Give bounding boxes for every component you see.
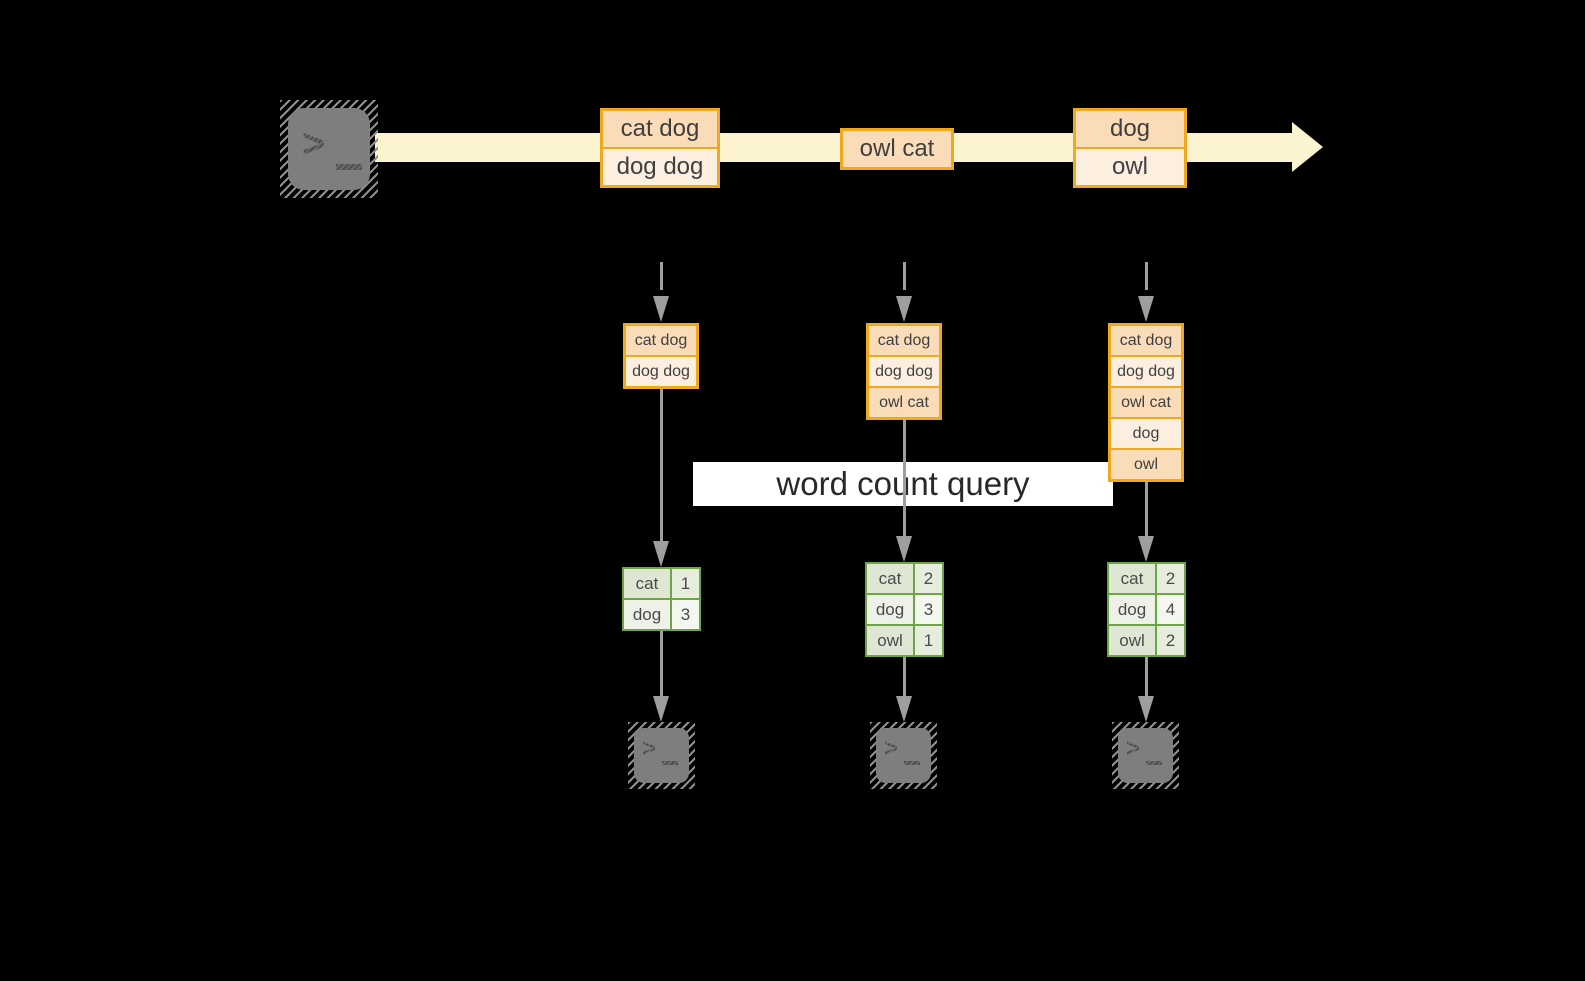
- arrowhead-icon: [1138, 536, 1154, 562]
- sink-terminal-icon-2: >: [870, 722, 937, 789]
- arrow-line: [659, 389, 663, 541]
- terminal-cursor-glyph: [904, 761, 920, 765]
- terminal-prompt-glyph: >: [302, 122, 326, 166]
- arrow-line: [1144, 482, 1148, 536]
- terminal-cursor-glyph: [662, 761, 678, 765]
- terminal-screen: >: [288, 108, 370, 190]
- sink-terminal-icon-1: >: [628, 722, 695, 789]
- state-line: dog: [1111, 417, 1181, 448]
- state-line: owl cat: [869, 386, 939, 417]
- dashed-arrow-down-2: [896, 262, 912, 322]
- count-value: 2: [1157, 626, 1184, 655]
- batch-line: dog dog: [603, 147, 717, 185]
- state-line: cat dog: [869, 326, 939, 355]
- count-word: dog: [1109, 595, 1155, 624]
- state-line: cat dog: [626, 326, 696, 355]
- arrow-line: [902, 420, 906, 536]
- count-value: 4: [1157, 595, 1184, 624]
- count-word: owl: [1109, 626, 1155, 655]
- terminal-prompt-glyph: >: [1126, 735, 1141, 762]
- count-value: 1: [672, 569, 699, 598]
- solid-arrow-sink-3: [1138, 657, 1154, 722]
- count-word: cat: [1109, 564, 1155, 593]
- state-box-3: cat dog dog dog owl cat dog owl: [1108, 323, 1184, 482]
- state-box-1: cat dog dog dog: [623, 323, 699, 389]
- state-line: dog dog: [1111, 355, 1181, 386]
- count-word: cat: [867, 564, 913, 593]
- solid-arrow-query-2: [896, 420, 912, 562]
- arrow-line: [659, 631, 663, 696]
- stream-arrowhead: [1292, 122, 1323, 172]
- batch-line: owl cat: [843, 131, 951, 167]
- count-word: owl: [867, 626, 913, 655]
- stream-batch-1: cat dog dog dog: [600, 108, 720, 188]
- arrowhead-icon: [1138, 696, 1154, 722]
- state-line: dog dog: [626, 355, 696, 386]
- state-line: cat dog: [1111, 326, 1181, 355]
- arrowhead-icon: [1138, 296, 1154, 322]
- stream-batch-3: dog owl: [1073, 108, 1187, 188]
- terminal-prompt-glyph: >: [642, 735, 657, 762]
- solid-arrow-query-3: [1138, 482, 1154, 562]
- dashed-arrow-down-1: [653, 262, 669, 322]
- arrow-line: [1144, 262, 1148, 290]
- count-table-1: cat 1 dog 3: [622, 567, 701, 631]
- terminal-screen: >: [1118, 728, 1173, 783]
- arrow-line: [659, 262, 663, 290]
- arrow-line: [902, 657, 906, 696]
- terminal-screen: >: [876, 728, 931, 783]
- source-terminal-icon: >: [280, 100, 378, 198]
- sink-terminal-icon-3: >: [1112, 722, 1179, 789]
- solid-arrow-sink-2: [896, 657, 912, 722]
- solid-arrow-query-1: [653, 389, 669, 567]
- count-table-3: cat 2 dog 4 owl 2: [1107, 562, 1186, 657]
- batch-line: dog: [1076, 111, 1184, 147]
- count-word: dog: [624, 600, 670, 629]
- state-line: dog dog: [869, 355, 939, 386]
- count-value: 2: [915, 564, 942, 593]
- dashed-arrow-down-3: [1138, 262, 1154, 322]
- count-value: 3: [672, 600, 699, 629]
- arrowhead-icon: [896, 696, 912, 722]
- state-line: owl cat: [1111, 386, 1181, 417]
- arrowhead-icon: [653, 296, 669, 322]
- count-value: 3: [915, 595, 942, 624]
- terminal-prompt-glyph: >: [884, 735, 899, 762]
- terminal-screen: >: [634, 728, 689, 783]
- state-box-2: cat dog dog dog owl cat: [866, 323, 942, 420]
- count-table-2: cat 2 dog 3 owl 1: [865, 562, 944, 657]
- count-value: 2: [1157, 564, 1184, 593]
- arrowhead-icon: [653, 696, 669, 722]
- terminal-cursor-glyph: [336, 164, 362, 170]
- arrow-line: [902, 262, 906, 290]
- arrowhead-icon: [896, 536, 912, 562]
- solid-arrow-sink-1: [653, 631, 669, 722]
- state-line: owl: [1111, 448, 1181, 479]
- batch-line: cat dog: [603, 111, 717, 147]
- count-value: 1: [915, 626, 942, 655]
- count-word: cat: [624, 569, 670, 598]
- count-word: dog: [867, 595, 913, 624]
- arrowhead-icon: [896, 296, 912, 322]
- arrowhead-icon: [653, 541, 669, 567]
- arrow-line: [1144, 657, 1148, 696]
- terminal-cursor-glyph: [1146, 761, 1162, 765]
- batch-line: owl: [1076, 147, 1184, 185]
- stream-batch-2: owl cat: [840, 128, 954, 170]
